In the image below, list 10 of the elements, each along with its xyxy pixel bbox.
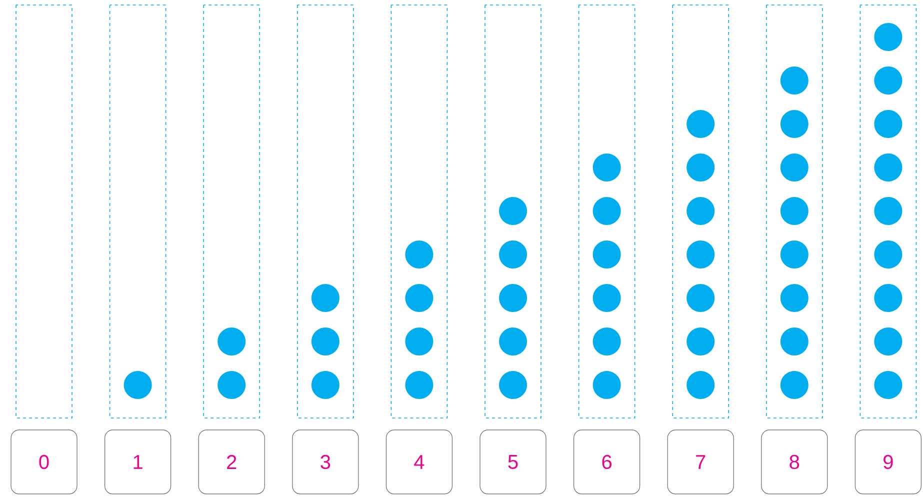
number-box: 8 xyxy=(761,430,828,494)
number-box: 5 xyxy=(480,430,546,494)
number-box: 4 xyxy=(386,430,452,494)
number-box: 7 xyxy=(667,430,734,494)
number-box: 0 xyxy=(10,430,78,494)
number-box: 1 xyxy=(104,430,172,494)
number-box: 3 xyxy=(292,430,359,494)
number-box: 9 xyxy=(854,430,922,494)
number-box: 2 xyxy=(198,430,265,494)
number-box: 6 xyxy=(574,430,640,494)
